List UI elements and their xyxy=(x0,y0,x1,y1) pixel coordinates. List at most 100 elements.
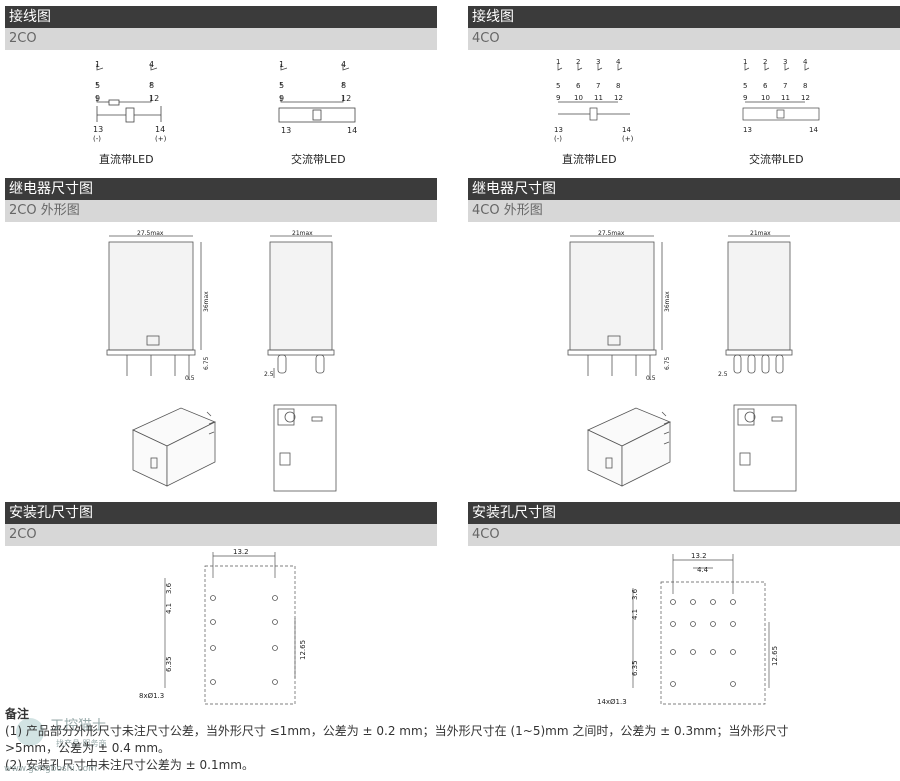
dim-height-label: 36max xyxy=(664,291,671,312)
wiring-2co-ac-svg: 1 4 5 8 9 12 13 14 xyxy=(278,60,357,135)
term-14: 14 xyxy=(622,126,631,134)
dim-pin-label: 6.75 xyxy=(664,356,671,370)
wiring-diagram-4co-dc: 1 2 3 4 5 6 7 8 9 10 11 12 13 14 (-) (+)… xyxy=(546,56,646,176)
term-3: 3 xyxy=(783,58,787,66)
term-14: 14 xyxy=(809,126,818,134)
term-5: 5 xyxy=(556,82,560,90)
term-12: 12 xyxy=(801,94,810,102)
dim-pin-label: 6.75 xyxy=(203,356,210,370)
term-7: 7 xyxy=(783,82,787,90)
term-11: 11 xyxy=(781,94,790,102)
relay-front-view-4co: 27.5max 36max 6.75 0.5 xyxy=(567,230,671,382)
dim-depth-label: 21max xyxy=(292,230,313,237)
section-subtitle: 2CO xyxy=(5,524,437,546)
term-14: 14 xyxy=(347,126,357,135)
term-9: 9 xyxy=(556,94,560,102)
term-1: 1 xyxy=(556,58,560,66)
term-8: 8 xyxy=(149,81,154,90)
notes-block: 备注 (1) 产品部分外形尺寸未注尺寸公差，当外形尺寸 ≤1mm，公差为 ± 0… xyxy=(5,706,895,774)
notes-line1: (1) 产品部分外形尺寸未注尺寸公差，当外形尺寸 ≤1mm，公差为 ± 0.2 … xyxy=(5,724,789,738)
wiring-diagram-2co-ac: 1 4 5 8 9 12 13 14 交流带LED xyxy=(267,56,387,176)
section-subtitle: 2CO 外形图 xyxy=(5,200,437,222)
hole-width-label: 13.2 xyxy=(233,548,249,556)
section-subtitle: 2CO xyxy=(5,28,437,50)
watermark-sub: 找产品·服务商 xyxy=(56,738,107,748)
term-5: 5 xyxy=(743,82,747,90)
relay-side-view-2co: 21max 2.5 xyxy=(264,230,335,378)
section-title: 接线图 xyxy=(468,6,900,28)
term-4: 4 xyxy=(616,58,621,66)
section-subtitle: 4CO xyxy=(468,28,900,50)
wiring-4co-dc-svg: 1 2 3 4 5 6 7 8 9 10 11 12 13 14 (-) (+) xyxy=(554,58,634,143)
relay-iso-view-2co xyxy=(132,407,216,487)
wiring-diagram-2co-dc: 1 4 5 8 9 12 13 14 (-) (+) 直流带LED xyxy=(75,56,195,176)
hole-b-label: 4.1 xyxy=(165,603,173,614)
section-title: 接线图 xyxy=(5,6,437,28)
term-2: 2 xyxy=(763,58,767,66)
hole-a-label: 3.6 xyxy=(631,588,639,600)
term-6: 6 xyxy=(576,82,581,90)
section-subtitle: 4CO 外形图 xyxy=(468,200,900,222)
term-1: 1 xyxy=(743,58,747,66)
hole-count-label: 8xØ1.3 xyxy=(139,692,164,700)
ac-led-caption: 交流带LED xyxy=(291,153,346,166)
relay-front-view-2co: 27.5max 36max 6.75 0.5 xyxy=(106,230,210,382)
watermark-url: www.gongboshi.com xyxy=(4,764,97,774)
term-12: 12 xyxy=(149,94,159,103)
dim-pin-width-label: 0.5 xyxy=(185,375,195,382)
term-4: 4 xyxy=(803,58,808,66)
hole-c-label: 6.35 xyxy=(165,656,173,672)
term-2: 2 xyxy=(576,58,580,66)
ac-led-caption: 交流带LED xyxy=(749,153,804,166)
hole-c-label: 6.35 xyxy=(631,660,639,676)
pol-plus: (+) xyxy=(622,135,634,143)
mounting-holes-4co: 13.2 4.4 3.6 4.1 6.35 12.65 14xØ1.3 xyxy=(597,552,779,706)
dim-width-label: 27.5max xyxy=(137,230,164,237)
hole-a-label: 3.6 xyxy=(165,582,173,594)
relay-iso-view-4co xyxy=(587,407,671,487)
dim-side-w-label: 2.5 xyxy=(264,371,274,378)
left-dim-section: 继电器尺寸图 2CO 外形图 xyxy=(5,178,437,222)
dim-depth-label: 21max xyxy=(750,230,771,237)
term-13: 13 xyxy=(93,125,103,134)
term-10: 10 xyxy=(761,94,770,102)
dim-height-label: 36max xyxy=(203,291,210,312)
hole-d-label: 12.65 xyxy=(299,640,307,660)
relay-top-view-2co xyxy=(273,404,337,492)
term-13: 13 xyxy=(743,126,752,134)
section-title: 继电器尺寸图 xyxy=(468,178,900,200)
left-mount-section: 安装孔尺寸图 2CO xyxy=(5,502,437,546)
dc-led-caption: 直流带LED xyxy=(562,153,617,166)
dim-pin-width-label: 0.5 xyxy=(646,375,656,382)
pol-minus: (-) xyxy=(554,135,562,143)
term-13: 13 xyxy=(554,126,563,134)
mounting-holes-2co: 13.2 3.6 4.1 6.35 12.65 8xØ1.3 xyxy=(139,548,307,705)
term-4: 4 xyxy=(149,60,154,69)
relay-top-view-4co xyxy=(733,404,797,492)
right-mount-section: 安装孔尺寸图 4CO xyxy=(468,502,900,546)
left-wiring-section: 接线图 2CO xyxy=(5,6,437,50)
section-title: 继电器尺寸图 xyxy=(5,178,437,200)
term-1: 1 xyxy=(279,60,284,69)
pol-plus: (+) xyxy=(155,135,167,143)
term-11: 11 xyxy=(594,94,603,102)
term-9: 9 xyxy=(279,94,284,103)
pol-minus: (-) xyxy=(93,135,101,143)
term-6: 6 xyxy=(763,82,768,90)
watermark-logo: 工控猫士 找产品·服务商 xyxy=(10,700,140,764)
watermark-cn: 工控猫士 xyxy=(50,718,106,734)
wiring-2co-dc-svg: 1 4 5 8 9 12 13 14 (-) (+) xyxy=(93,60,167,143)
notes-head: 备注 xyxy=(5,707,30,721)
term-1: 1 xyxy=(95,60,100,69)
term-5: 5 xyxy=(95,81,100,90)
section-title: 安装孔尺寸图 xyxy=(5,502,437,524)
dim-width-label: 27.5max xyxy=(598,230,625,237)
hole-d-label: 12.65 xyxy=(771,646,779,666)
term-9: 9 xyxy=(743,94,747,102)
term-13: 13 xyxy=(281,126,291,135)
hole-width-label: 13.2 xyxy=(691,552,707,560)
right-dim-section: 继电器尺寸图 4CO 外形图 xyxy=(468,178,900,222)
section-subtitle: 4CO xyxy=(468,524,900,546)
term-7: 7 xyxy=(596,82,600,90)
hole-pitch-label: 4.4 xyxy=(697,566,709,574)
